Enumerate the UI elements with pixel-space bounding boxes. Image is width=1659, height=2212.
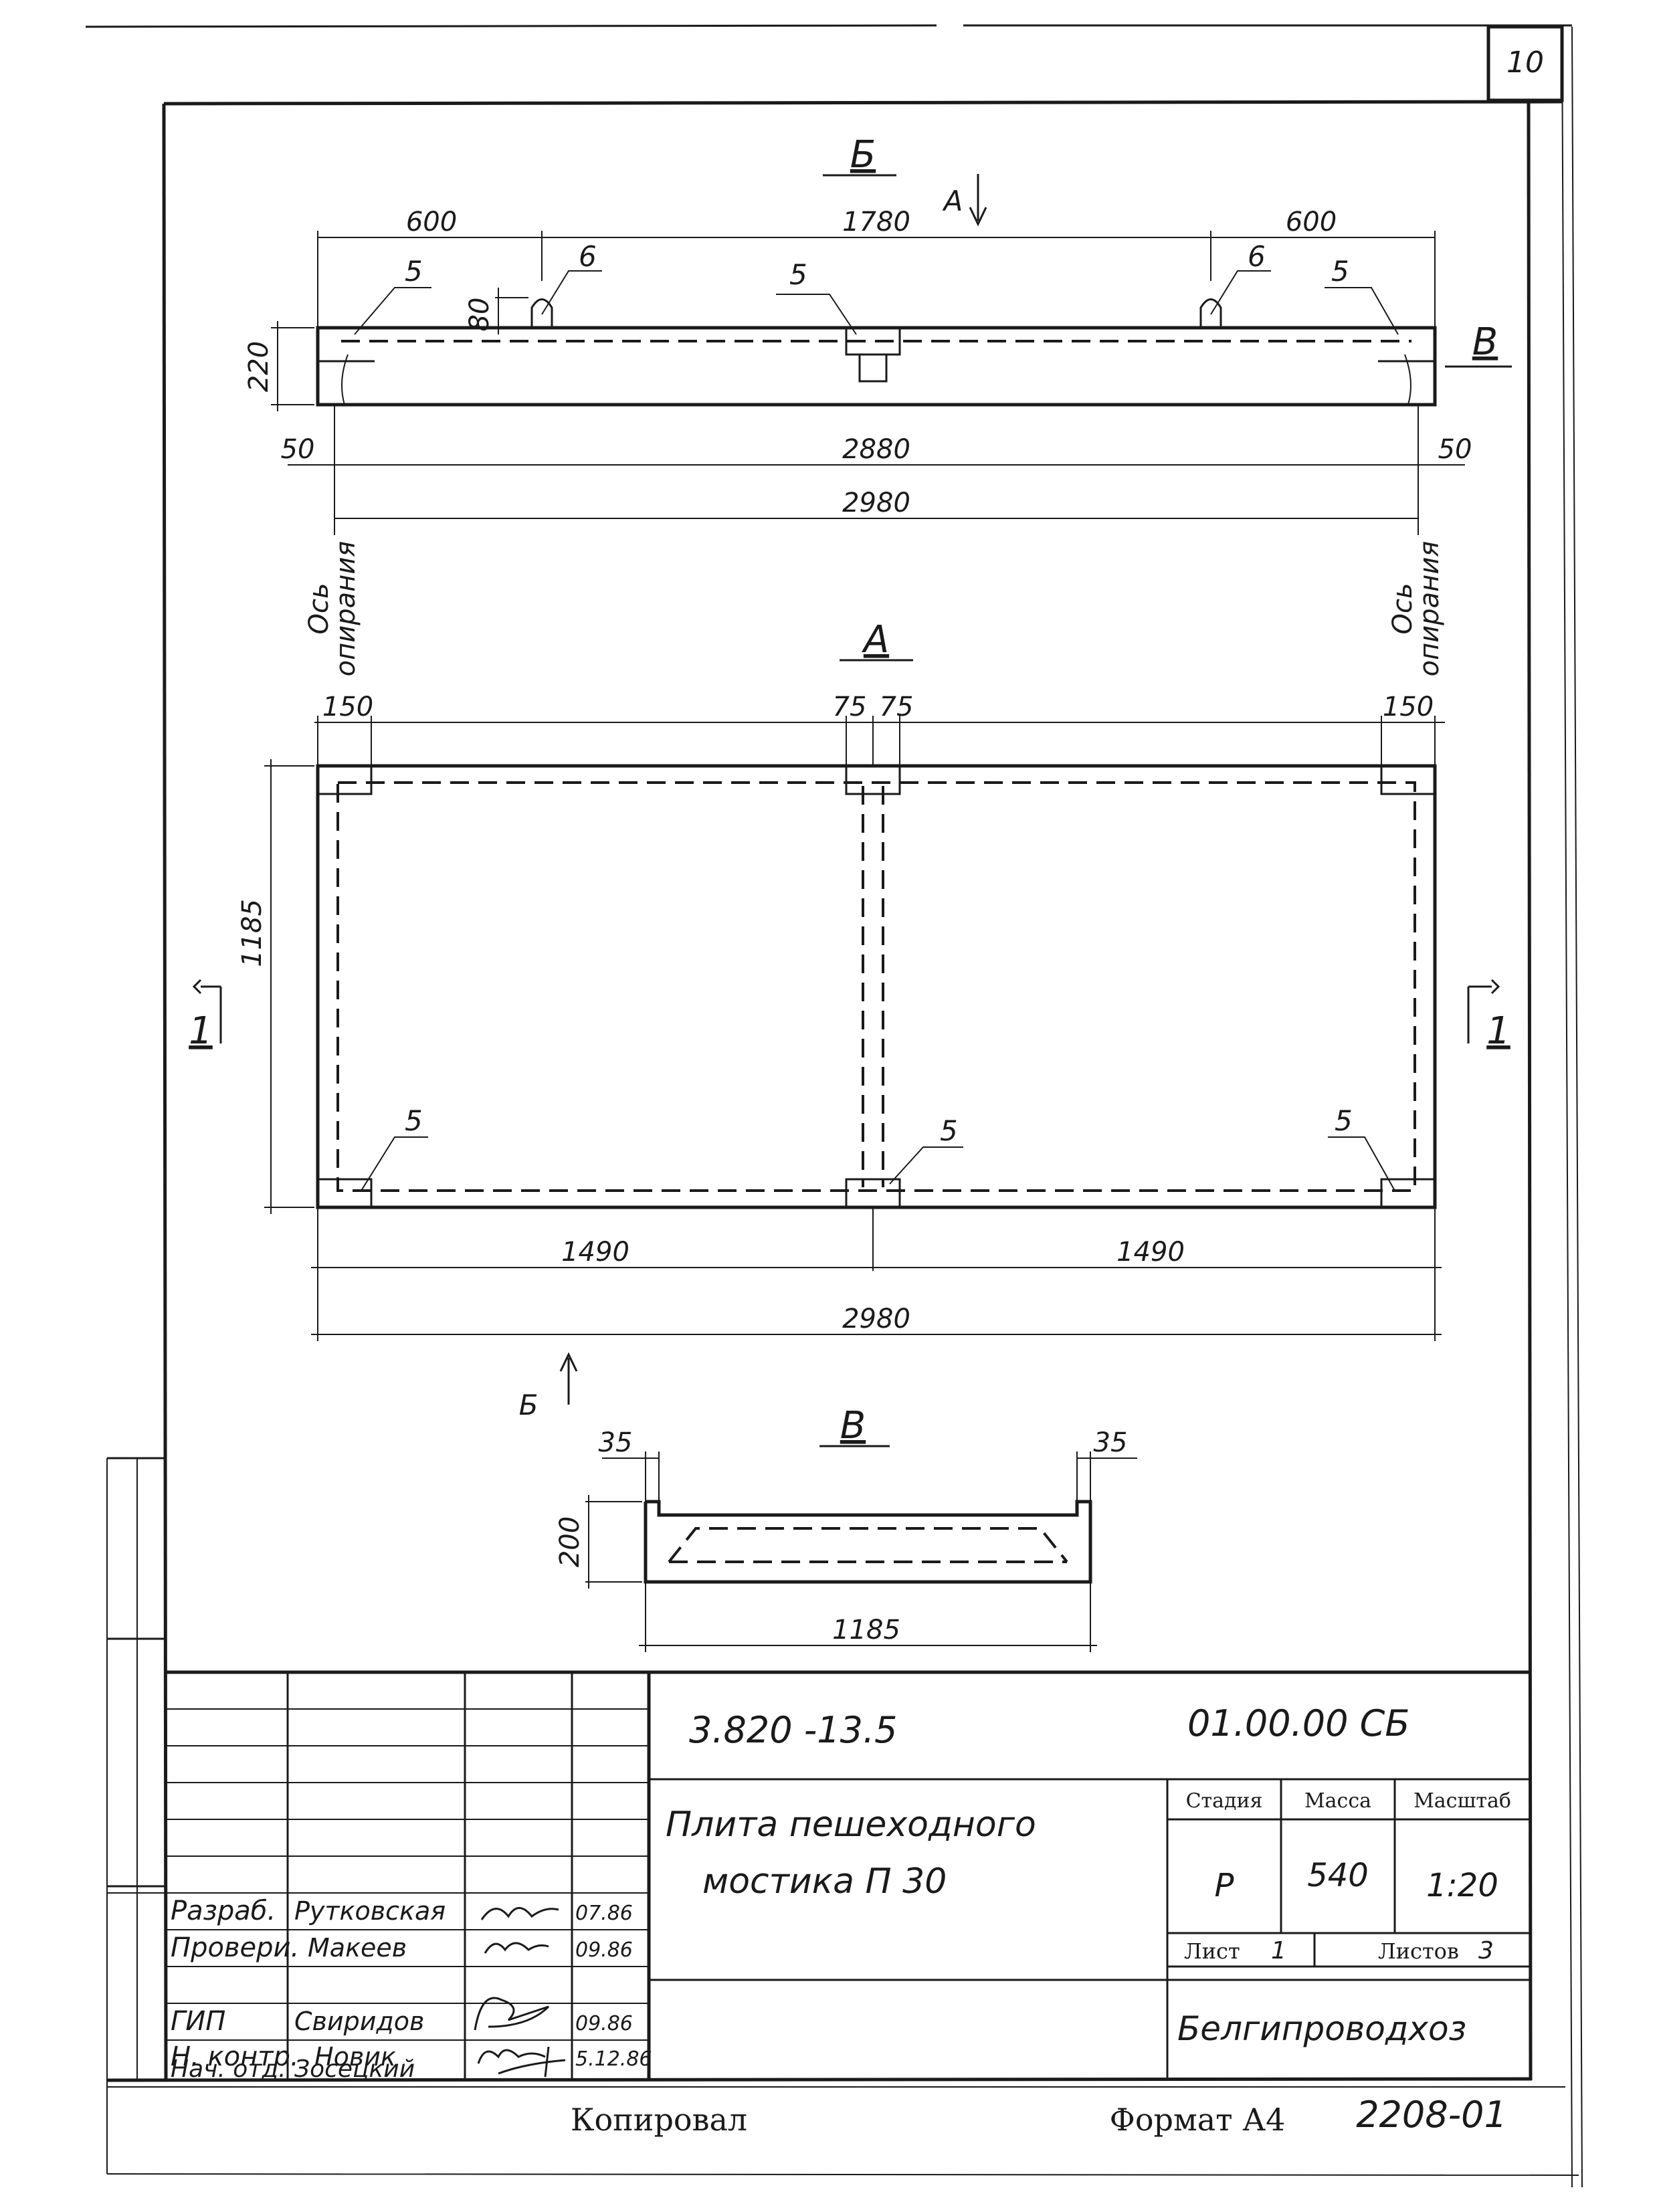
value-stage: Р	[1215, 1867, 1234, 1904]
callout-5-right: 5	[1331, 255, 1349, 288]
title-line-1: Плита пешеходного	[666, 1805, 1036, 1845]
format-label: Формат А4	[1110, 2102, 1286, 2138]
dim-200: 200	[555, 1516, 585, 1567]
view-b-title: Б	[850, 133, 876, 177]
header-stage: Стадия	[1186, 1789, 1263, 1813]
organization: Белгипроводхоз	[1177, 2009, 1466, 2048]
drawing-number: 01.00.00 СБ	[1187, 1702, 1409, 1744]
dim-1490-left: 1490	[561, 1237, 629, 1268]
name-2: Макеев	[308, 1933, 407, 1963]
dim-50-left: 50	[281, 434, 315, 465]
view-a-title: А	[862, 618, 889, 662]
section-arrow-a-label: А	[942, 185, 963, 217]
slab-plan	[316, 764, 1437, 1209]
signature-5	[498, 2046, 566, 2078]
value-mass: 540	[1307, 1857, 1369, 1894]
role-1: Разраб.	[171, 1896, 276, 1926]
dim-150-right: 150	[1383, 692, 1434, 722]
axis-label-right-1: Ось	[1387, 583, 1418, 634]
role-2: Провери.	[171, 1932, 299, 1963]
signature-1	[480, 1907, 559, 1920]
callout-5-left: 5	[405, 255, 423, 288]
title-block: 3.820 -13.5 01.00.00 СБ Плита пешеходног…	[107, 1670, 1531, 2083]
date-4: 5.12.86	[575, 2047, 652, 2071]
section-arrow-v-label: В	[1472, 320, 1498, 364]
dim-220: 220	[243, 341, 274, 392]
title-line-2: мостика П 30	[702, 1862, 947, 1902]
page-number: 10	[1506, 45, 1544, 80]
dim-2980-top: 2980	[842, 488, 910, 518]
dim-600-right: 600	[1286, 207, 1337, 237]
dim-75-b: 75	[880, 692, 914, 722]
callout-5-bottom-right: 5	[1335, 1104, 1353, 1137]
lifting-loop-right	[1199, 298, 1222, 328]
role-3: ГИП	[171, 2006, 225, 2037]
sheets-label: Листов	[1378, 1938, 1459, 1964]
name-1: Рутковская	[294, 1896, 446, 1926]
role-4: Н. контр.	[171, 2041, 299, 2072]
date-3: 09.86	[575, 2012, 633, 2035]
axis-label-left-2: опирания	[330, 541, 361, 677]
header-mass: Масса	[1304, 1789, 1371, 1813]
name-5: Зосецкий	[294, 2055, 415, 2083]
view-v-title: В	[840, 1404, 866, 1447]
role-5: Нач. отд.	[171, 2055, 286, 2083]
sheet-frame	[85, 24, 1583, 2188]
callout-6-right: 6	[1248, 240, 1266, 273]
header-scale: Масштаб	[1413, 1789, 1511, 1813]
callout-5-bottom-left: 5	[405, 1104, 423, 1137]
dim-2880: 2880	[842, 434, 910, 465]
callout-5-bottom-mid: 5	[940, 1114, 958, 1147]
dim-35-left: 35	[599, 1427, 633, 1458]
section-arrow-b-label: Б	[519, 1389, 539, 1421]
sheets-value: 3	[1478, 1937, 1494, 1965]
callout-5-mid: 5	[789, 258, 807, 291]
dim-50-right: 50	[1438, 434, 1472, 465]
dim-2980-bottom: 2980	[842, 1304, 910, 1334]
axis-label-right-2: опирания	[1414, 541, 1445, 677]
lifting-loop-left	[530, 298, 553, 328]
sheet-label: Лист	[1184, 1938, 1240, 1964]
slab-elevation	[316, 326, 1437, 407]
value-scale: 1:20	[1426, 1867, 1498, 1904]
section-1-right: 1	[1486, 1009, 1510, 1053]
dim-80: 80	[464, 298, 495, 332]
signature-2	[484, 1942, 549, 1954]
name-4: Новик	[314, 2042, 396, 2072]
dim-35-right: 35	[1094, 1427, 1128, 1458]
archive-number: 2208-01	[1356, 2094, 1507, 2136]
dim-600-left: 600	[406, 207, 457, 237]
dim-1185-section: 1185	[832, 1615, 900, 1645]
view-v: В 35 35 200 1185	[555, 1404, 1137, 1652]
dim-1490-right: 1490	[1116, 1237, 1185, 1268]
view-b: Б А 600 1780 600 5 6 5	[243, 133, 1512, 676]
dim-75-a: 75	[833, 692, 867, 722]
signature-4	[477, 2049, 546, 2064]
section-1-left: 1	[189, 1009, 213, 1053]
date-1: 07.86	[575, 1902, 633, 1925]
copied-label: Копировал	[571, 2102, 747, 2138]
date-2: 09.86	[575, 1938, 633, 1962]
signature-3	[474, 1997, 550, 2031]
dim-150-left: 150	[322, 692, 373, 722]
dim-1185-plan: 1185	[237, 899, 268, 967]
doc-code: 3.820 -13.5	[689, 1709, 897, 1751]
view-a: А 150 75 75 150 5 5 5 1185	[189, 618, 1510, 1421]
callout-6-left: 6	[579, 240, 597, 273]
dim-1780: 1780	[842, 207, 910, 237]
name-3: Свиридов	[294, 2007, 424, 2036]
axis-label-left-1: Ось	[304, 583, 334, 634]
sheet-value: 1	[1271, 1937, 1286, 1965]
section-v-outline	[644, 1500, 1092, 1584]
